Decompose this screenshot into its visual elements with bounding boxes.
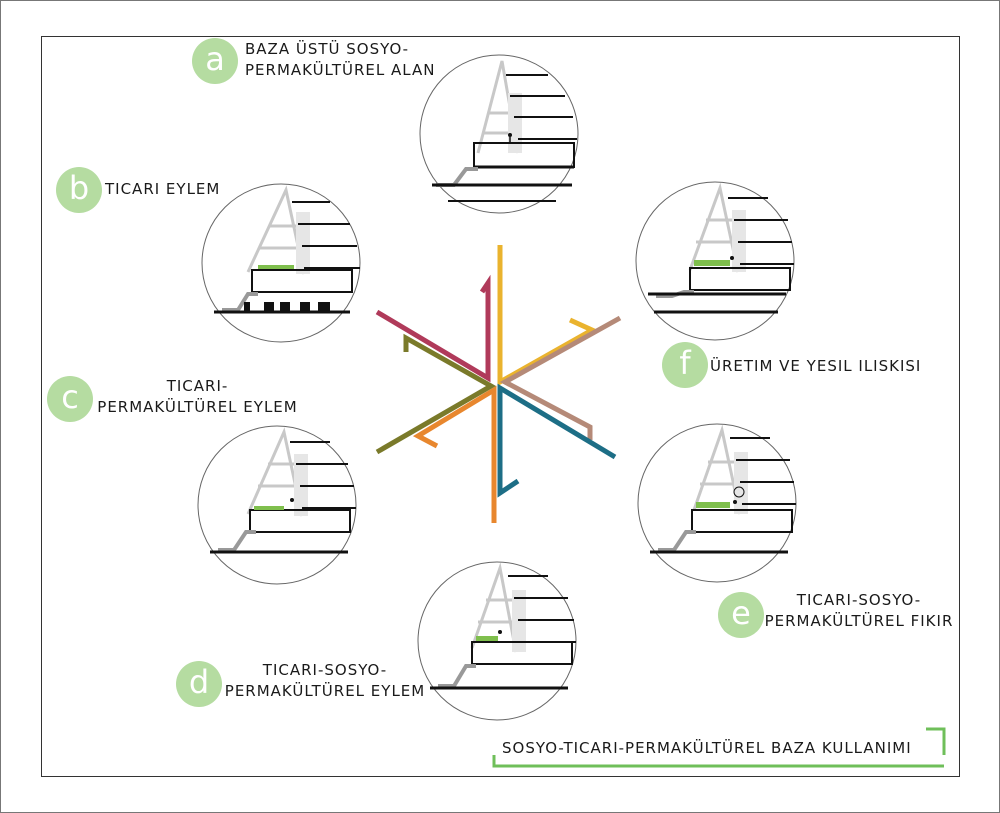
hub-arm-teal (497, 383, 617, 498)
badge-e: e (718, 592, 764, 638)
vignette-d (417, 561, 577, 721)
hub-arm-yellow (497, 245, 598, 387)
vignette-a (419, 54, 579, 214)
hub-arm-tan (499, 315, 622, 440)
vignette-f (635, 181, 795, 341)
badge-f: f (662, 342, 708, 388)
label-e-line-2: PERMAKÜLTÜREL FIKIR (764, 612, 954, 630)
vignette-c (197, 425, 357, 585)
label-d-line-2: PERMAKÜLTÜREL EYLEM (224, 682, 426, 700)
label-b-line-1: TICARI EYLEM (105, 180, 221, 198)
label-d: TICARI-SOSYO- PERMAKÜLTÜREL EYLEM (222, 660, 428, 702)
hub-arm-orange (412, 385, 497, 523)
badge-a: a (192, 38, 238, 84)
vignette-b (201, 183, 361, 343)
diagram-frame (41, 36, 960, 777)
diagram-title: SOSYO-TICARI-PERMAKÜLTÜREL BAZA KULLANIM… (502, 739, 912, 757)
label-f: ÜRETIM VE YESIL ILISKISI (710, 356, 921, 377)
hub-arm-olive (375, 333, 497, 455)
hub-arm-magenta (375, 274, 491, 383)
label-a-line-2: PERMAKÜLTÜREL ALAN (245, 61, 436, 79)
badge-b: b (56, 167, 102, 213)
label-c-line-2: PERMAKÜLTÜREL EYLEM (97, 398, 298, 416)
label-e-line-1: TICARI-SOSYO- (796, 591, 922, 609)
label-f-line-1: ÜRETIM VE YESIL ILISKISI (710, 357, 922, 375)
vignette-e (637, 423, 797, 583)
label-e: TICARI-SOSYO- PERMAKÜLTÜREL FIKIR (764, 590, 954, 632)
label-a-line-1: BAZA ÜSTÜ SOSYO- (245, 40, 410, 58)
badge-c: c (47, 376, 93, 422)
badge-d: d (176, 661, 222, 707)
label-a: BAZA ÜSTÜ SOSYO- PERMAKÜLTÜREL ALAN (245, 39, 435, 81)
label-b: TICARI EYLEM (105, 179, 220, 200)
title-bracket (492, 727, 946, 768)
label-c-line-1: TICARI- (166, 377, 229, 395)
label-c: TICARI- PERMAKÜLTÜREL EYLEM (95, 376, 300, 418)
label-d-line-1: TICARI-SOSYO- (262, 661, 388, 679)
